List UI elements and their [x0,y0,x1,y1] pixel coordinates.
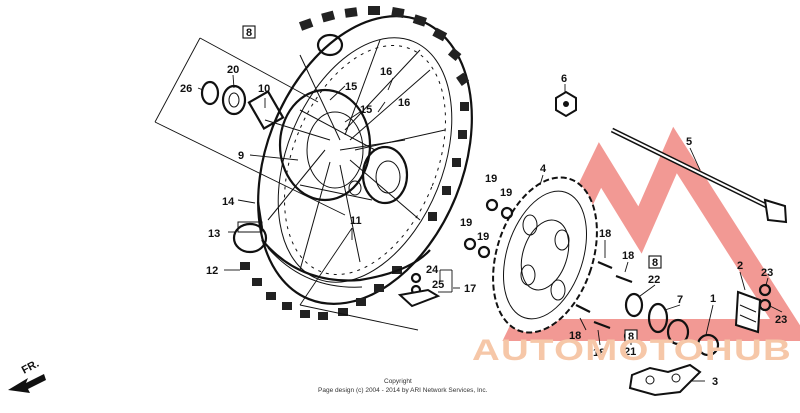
callout-2[interactable]: 2 [737,260,743,272]
callout-19b[interactable]: 19 [500,187,512,199]
spacer-7 [647,302,669,334]
driven-sprocket [492,176,598,334]
watermark-text: AUTOMOTOHUB [472,334,792,367]
axle-nut-6 [555,90,577,118]
callout-20[interactable]: 20 [227,64,239,76]
callout-10[interactable]: 10 [258,83,270,95]
callout-18c[interactable]: 18 [569,330,581,342]
rear-axle [610,127,788,224]
callout-8b[interactable]: 8 [648,255,662,269]
callout-21[interactable]: 21 [624,346,636,358]
rim-outline [277,37,453,283]
callout-24[interactable]: 24 [426,264,439,276]
callout-5[interactable]: 5 [686,136,692,148]
callout-8a[interactable]: 8 [242,25,256,39]
callout-12[interactable]: 12 [206,265,218,277]
rim-band [232,201,431,288]
collar-22 [624,292,644,318]
collar-1 [696,333,720,357]
callout-16b[interactable]: 16 [398,97,410,109]
brake-arm-17 [397,288,441,308]
callout-16a[interactable]: 16 [380,66,392,78]
leader-lines [154,37,783,382]
callout-15b[interactable]: 15 [360,104,372,116]
rear-wheel-assembly [232,6,473,320]
callout-11[interactable]: 11 [350,215,362,227]
nut-19a [485,198,499,212]
callout-8c[interactable]: 8 [624,329,638,343]
svg-text:8: 8 [628,331,634,343]
direction-label: FR. [20,358,41,377]
tire-top-component [316,33,344,57]
callout-18a[interactable]: 18 [599,228,611,240]
callout-14[interactable]: 14 [222,196,235,208]
callout-3[interactable]: 3 [712,376,718,388]
watermark-label: AUTOMOTOHUB [472,334,792,367]
adjuster-plate-3 [628,363,702,397]
callout-1[interactable]: 1 [710,293,716,305]
callout-7[interactable]: 7 [677,294,683,306]
callout-19c[interactable]: 19 [460,217,472,229]
callout-15a[interactable]: 15 [345,81,357,93]
callout-17[interactable]: 17 [464,283,476,295]
copyright-line-2: Page design (c) 2004 - 2014 by ARI Netwo… [318,387,488,394]
nut-19c [463,237,477,251]
circlip-26 [200,80,220,106]
copyright-block: Copyright Page design (c) 2004 - 2014 by… [318,378,488,394]
chain-adjuster [734,290,762,334]
tire-tread [240,6,470,320]
callout-18b[interactable]: 18 [622,250,634,262]
callout-9[interactable]: 9 [238,150,244,162]
spokes [264,39,446,271]
front-direction-arrow: FR. [8,358,46,393]
callout-18d[interactable]: 18 [593,347,605,359]
nut-19d [477,245,491,259]
copyright-line-1: Copyright [384,378,412,385]
nut-23a [758,283,772,297]
callout-6[interactable]: 6 [561,73,567,85]
callout-labels: 8 20 26 10 9 15 16 15 16 14 13 12 11 24 … [180,25,787,388]
rim-inner [284,45,446,275]
callout-19a[interactable]: 19 [485,173,497,185]
callout-23b[interactable]: 23 [775,314,787,326]
nut-19b [500,206,514,220]
callout-26[interactable]: 26 [180,83,192,95]
callout-13[interactable]: 13 [208,228,220,240]
callout-4[interactable]: 4 [540,163,547,175]
callout-25[interactable]: 25 [432,279,444,291]
left-bearing-parts [200,80,285,130]
callout-19d[interactable]: 19 [477,231,489,243]
wheel-hub [278,88,409,205]
callout-22[interactable]: 22 [648,274,660,286]
svg-text:8: 8 [246,27,252,39]
bearing-20 [221,84,247,116]
distance-collar-10 [247,90,285,130]
svg-text:8: 8 [652,257,658,269]
callout-23a[interactable]: 23 [761,267,773,279]
